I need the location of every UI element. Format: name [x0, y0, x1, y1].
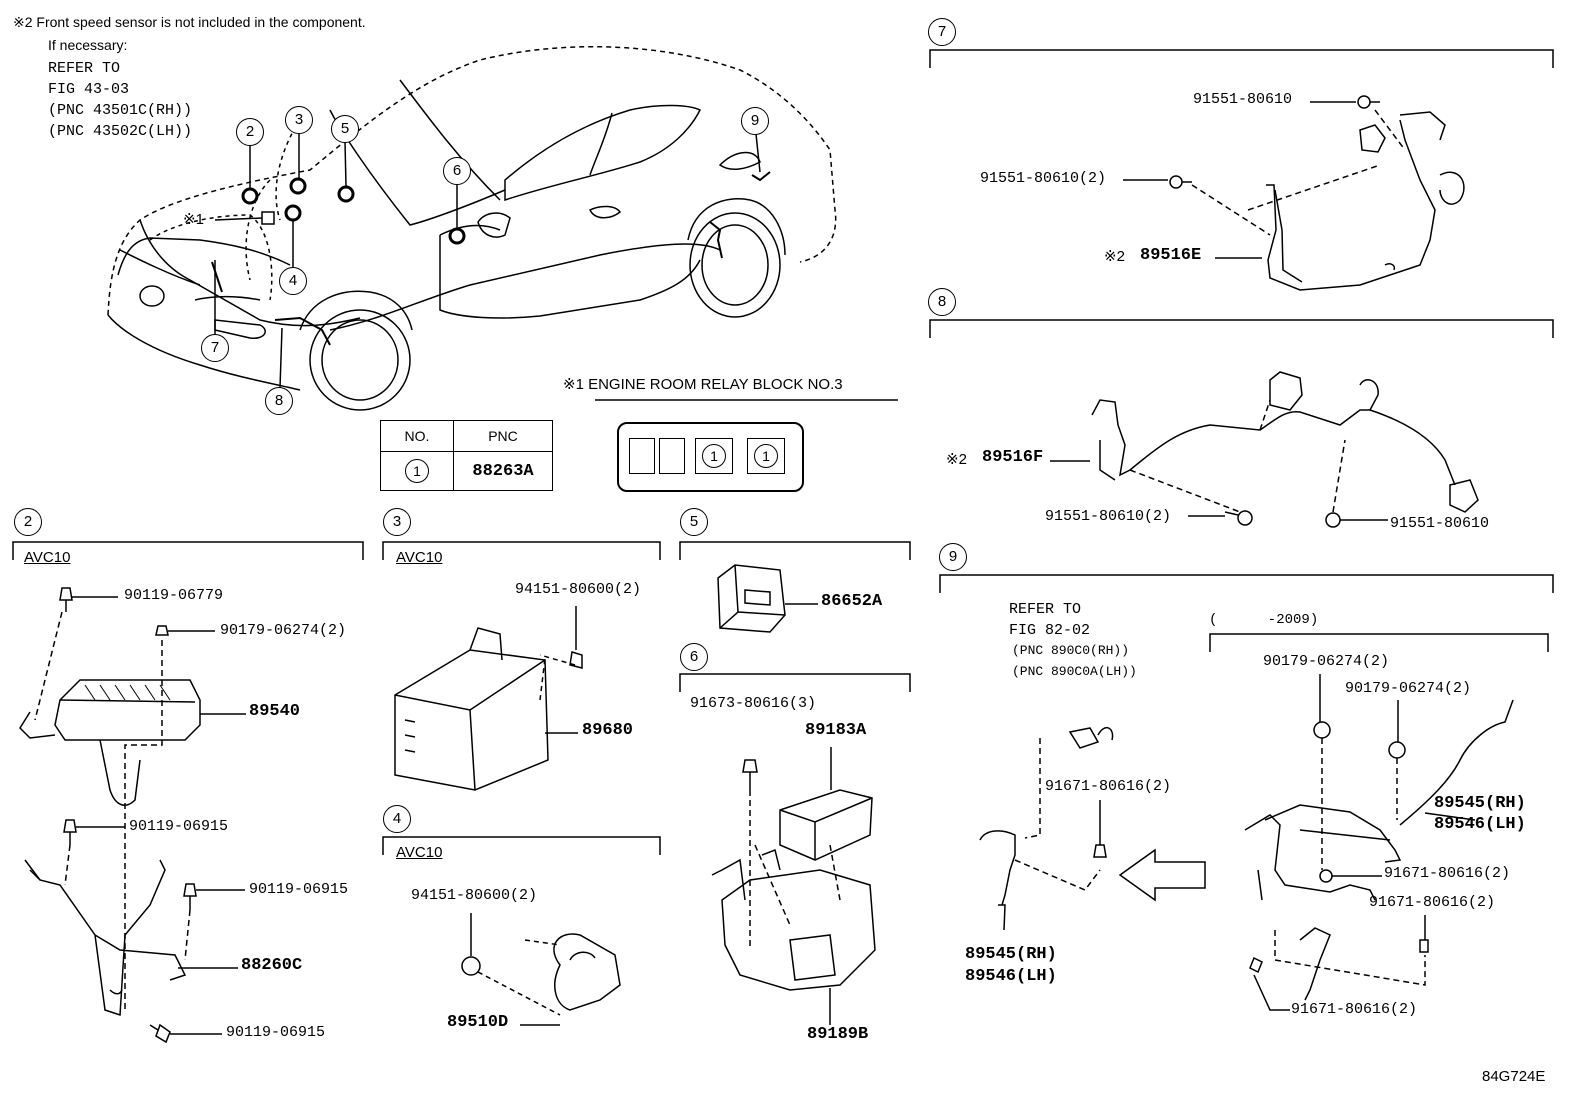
part-89546-lh-left: 89546(LH) — [965, 967, 1057, 986]
part-94151-80600-s4: 94151-80600(2) — [411, 887, 538, 904]
car-callout-7: 7 — [201, 334, 229, 362]
section-7-number: 7 — [928, 18, 956, 46]
part-89516F: 89516F — [982, 448, 1044, 467]
part-91551-80610-s7a: 91551-80610 — [1193, 91, 1293, 108]
part-91551-80610-s7b: 91551-80610(2) — [980, 170, 1107, 187]
relay-slot-empty-2 — [659, 438, 685, 474]
section-2-drawing — [19, 587, 246, 1044]
car-callout-4: 4 — [279, 267, 307, 295]
s9-refer-line-1: REFER TO — [1009, 601, 1082, 618]
part-89680: 89680 — [582, 721, 634, 740]
note-2-line: ※2 Front speed sensor is not included in… — [13, 14, 366, 30]
section-9-number: 9 — [939, 543, 967, 571]
part-89516E: 89516E — [1140, 246, 1202, 265]
relay-slot-1b: 1 — [747, 438, 785, 474]
section-3-tag: AVC10 — [396, 549, 443, 566]
section-7-drawing — [1123, 95, 1465, 291]
part-91551-80610-s8b: 91551-80610 — [1390, 515, 1490, 532]
figure-code: 84G724E — [1482, 1068, 1546, 1085]
refer-line-1: REFER TO — [48, 60, 121, 77]
pnc-header-no: NO. — [380, 420, 454, 452]
section-brackets — [12, 49, 1554, 855]
relay-slot-1b-label: 1 — [754, 444, 778, 468]
part-90119-06915-a: 90119-06915 — [129, 818, 229, 835]
refer-line-3: (PNC 43501C(RH)) — [48, 102, 193, 119]
refer-line-4: (PNC 43502C(LH)) — [48, 123, 193, 140]
pnc-row-no-cell: 1 — [380, 451, 454, 491]
s9-refer-line-3: (PNC 890C0(RH)) — [1012, 643, 1130, 658]
section-8-number: 8 — [928, 288, 956, 316]
part-91671-80616-s9c: 91671-80616(2) — [1369, 894, 1496, 911]
part-90179-06274-s9b: 90179-06274(2) — [1345, 680, 1472, 697]
section-5-drawing — [717, 564, 818, 633]
if-necessary-text: If necessary: — [48, 37, 128, 53]
car-note-1-mark: ※1 — [183, 211, 204, 228]
note-2-mark: ※2 — [13, 14, 33, 30]
section-3-drawing — [394, 606, 583, 791]
note-1-line: ※1 ENGINE ROOM RELAY BLOCK NO.3 — [563, 377, 843, 393]
part-89545-rh-right: 89545(RH) — [1434, 794, 1526, 813]
section-7-mark: ※2 — [1104, 248, 1125, 265]
note-2-text: Front speed sensor is not included in th… — [36, 14, 366, 30]
part-86652A: 86652A — [821, 592, 883, 611]
part-90119-06779: 90119-06779 — [124, 587, 224, 604]
car-illustration — [107, 46, 837, 411]
pnc-row-no: 1 — [405, 459, 429, 483]
part-91673-80616: 91673-80616(3) — [690, 695, 817, 712]
relay-block: 1 1 — [617, 422, 804, 492]
section-3-number: 3 — [383, 508, 411, 536]
part-89546-lh-right: 89546(LH) — [1434, 815, 1526, 834]
note-1-mark: ※1 — [563, 376, 584, 393]
section-2-number: 2 — [14, 508, 42, 536]
part-89510D: 89510D — [447, 1013, 509, 1032]
relay-slot-1a-label: 1 — [702, 444, 726, 468]
section-4-tag: AVC10 — [396, 844, 443, 861]
relay-slot-empty-1 — [629, 438, 655, 474]
part-89189B: 89189B — [807, 1025, 869, 1044]
part-90179-06274-s9a: 90179-06274(2) — [1263, 653, 1390, 670]
pnc-row-pnc: 88263A — [453, 451, 553, 491]
part-89545-rh-left: 89545(RH) — [965, 945, 1057, 964]
part-91551-80610-s8a: 91551-80610(2) — [1045, 508, 1172, 525]
section-9-drawing — [979, 674, 1514, 1011]
pnc-header-pnc: PNC — [453, 420, 553, 452]
note-1-text: ENGINE ROOM RELAY BLOCK NO.3 — [588, 376, 843, 393]
section-4-drawing — [461, 913, 621, 1026]
section-6-drawing — [711, 747, 876, 1025]
s9-range-label: ( -2009) — [1209, 612, 1319, 628]
car-callout-9: 9 — [741, 107, 769, 135]
s9-refer-line-2: FIG 82-02 — [1009, 622, 1091, 639]
section-8-drawing — [1050, 371, 1479, 528]
car-callout-8: 8 — [265, 387, 293, 415]
car-callout-3: 3 — [285, 106, 313, 134]
section-8-mark: ※2 — [946, 451, 967, 468]
section-4-number: 4 — [383, 805, 411, 833]
car-callout-6: 6 — [443, 157, 471, 185]
pnc-table: NO. PNC 1 88263A — [380, 420, 553, 491]
part-90179-06274-s2: 90179-06274(2) — [220, 622, 347, 639]
refer-line-2: FIG 43-03 — [48, 81, 130, 98]
part-90119-06915-b: 90119-06915 — [249, 881, 349, 898]
part-91671-80616-s9b: 91671-80616(2) — [1384, 865, 1511, 882]
part-88260C: 88260C — [241, 956, 303, 975]
part-90119-06915-c: 90119-06915 — [226, 1024, 326, 1041]
part-89540: 89540 — [249, 702, 301, 721]
car-callout-5: 5 — [331, 115, 359, 143]
part-91671-80616-s9a: 91671-80616(2) — [1045, 778, 1172, 795]
section-2-tag: AVC10 — [24, 549, 71, 566]
car-callout-2: 2 — [236, 118, 264, 146]
part-89183A: 89183A — [805, 721, 867, 740]
section-5-number: 5 — [680, 508, 708, 536]
part-94151-80600-s3: 94151-80600(2) — [515, 581, 642, 598]
s9-refer-line-4: (PNC 890C0A(LH)) — [1012, 664, 1137, 679]
part-91671-80616-s9d: 91671-80616(2) — [1291, 1001, 1418, 1018]
relay-slot-1a: 1 — [695, 438, 733, 474]
section-6-number: 6 — [680, 643, 708, 671]
